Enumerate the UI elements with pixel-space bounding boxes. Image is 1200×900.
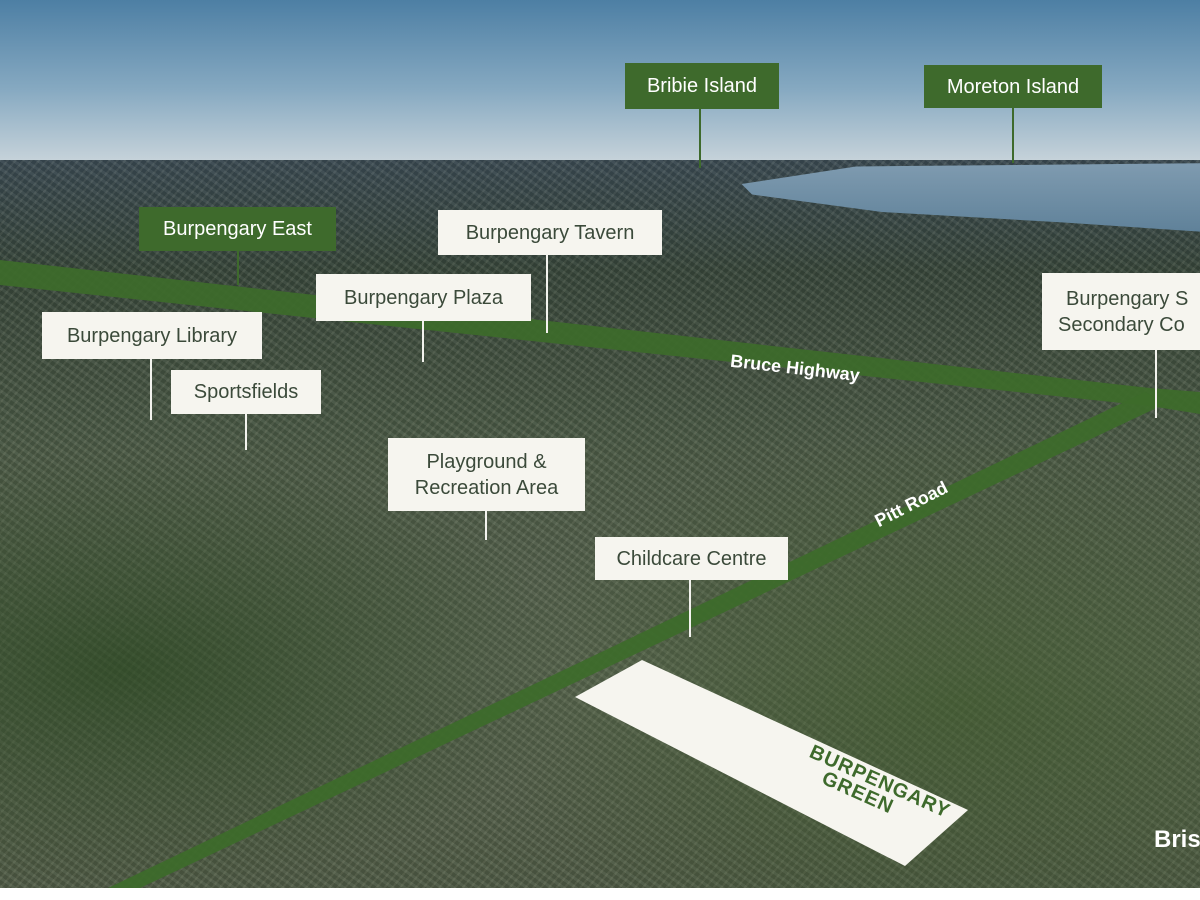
label-burpengary-plaza: Burpengary Plaza [316,274,531,321]
pitt-road-road [108,392,1165,888]
label-secondary-college: Burpengary S Secondary Co [1042,273,1200,350]
callout-lines [150,107,1157,637]
burpengary-green-site [575,660,968,866]
label-sportsfields: Sportsfields [171,370,321,414]
label-moreton-island: Moreton Island [924,65,1102,108]
label-school-line2: Secondary Co [1058,313,1185,336]
label-playground-line2: Recreation Area [414,476,559,499]
label-playground: Playground & Recreation Area [388,438,585,511]
brisbane-edge-label: Bris [1154,826,1200,853]
bruce-highway-road [0,260,1200,414]
label-burpengary-tavern: Burpengary Tavern [438,210,662,255]
label-burpengary-library: Burpengary Library [42,312,262,359]
label-playground-line1: Playground & [426,450,547,473]
suburb-aerial [0,160,1200,888]
label-school-line1: Burpengary S [1066,287,1189,310]
label-burpengary-east: Burpengary East [139,207,336,251]
label-childcare-centre: Childcare Centre [595,537,788,580]
label-bribie-island: Bribie Island [625,63,779,109]
